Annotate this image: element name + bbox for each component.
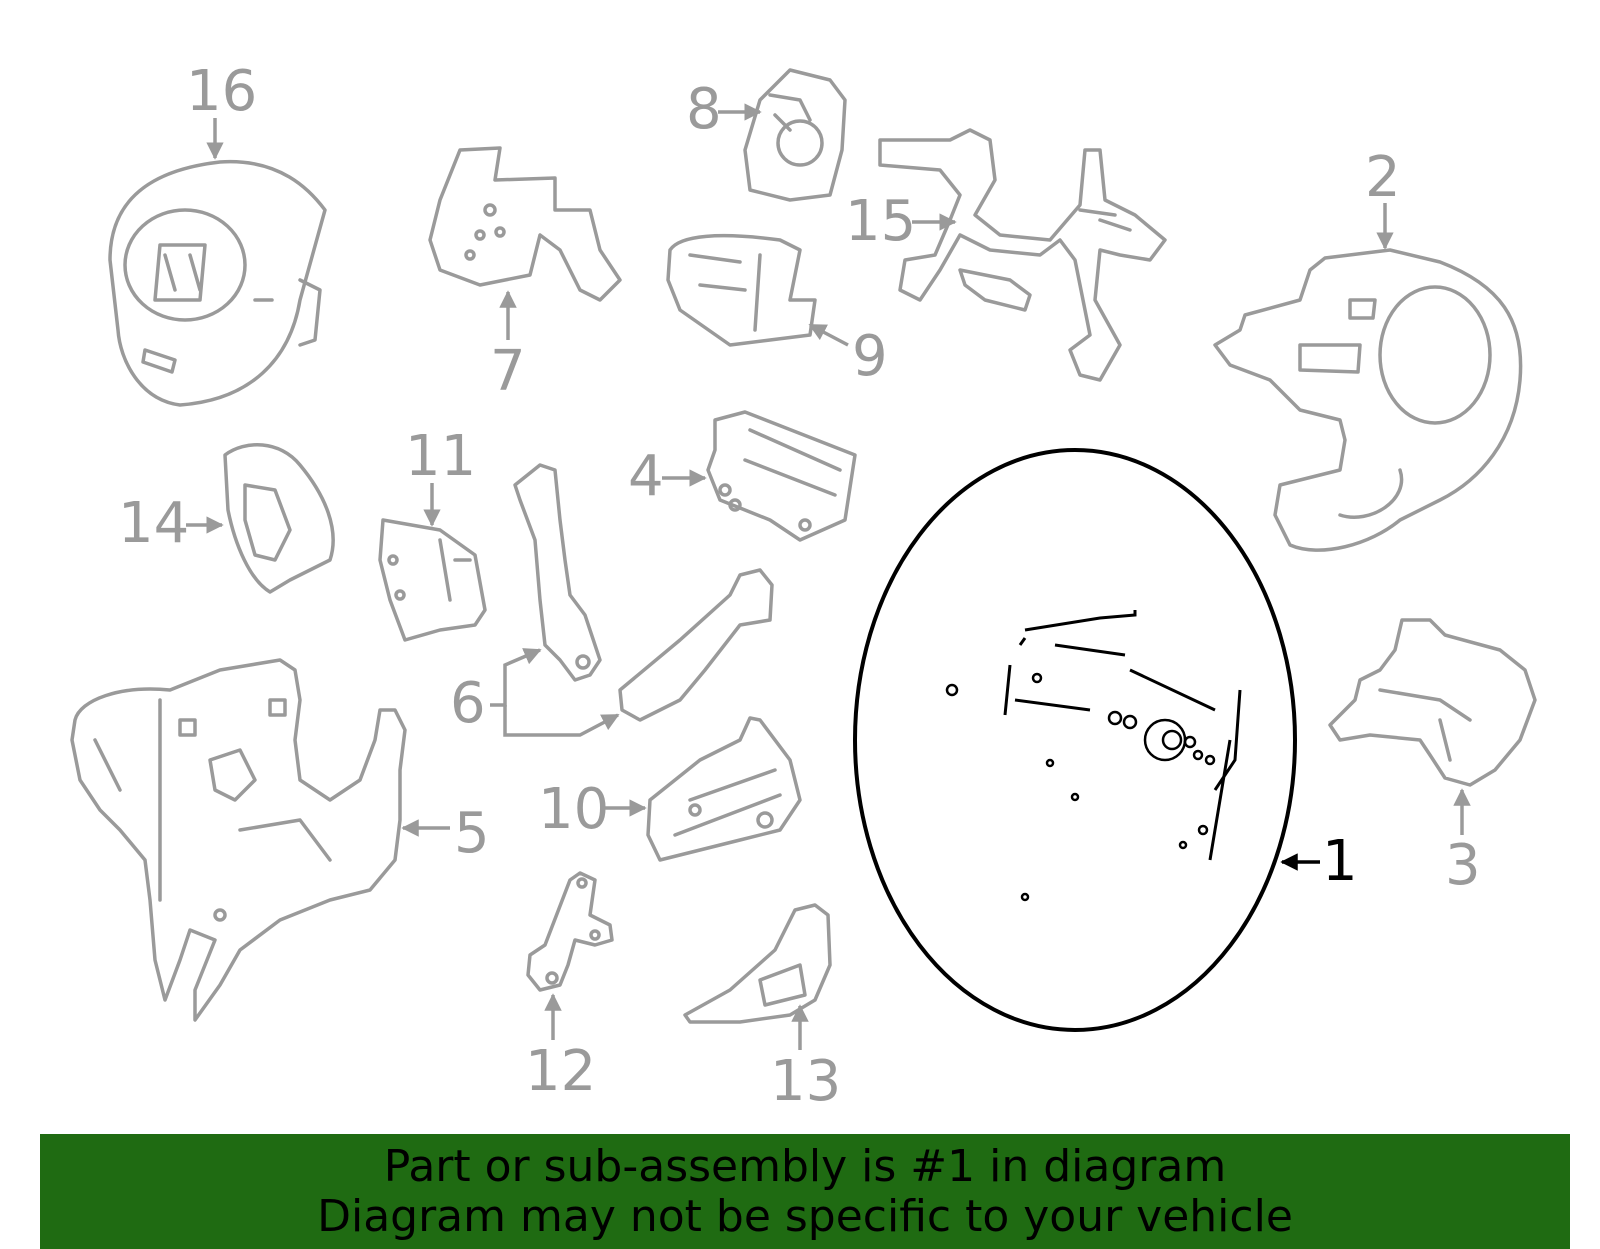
part-1-steering-wheel[interactable]	[853, 448, 1297, 1032]
svg-text:1: 1	[1322, 829, 1358, 894]
svg-text:12: 12	[525, 1039, 596, 1104]
callout-9: 9	[808, 323, 888, 389]
part-8-cover[interactable]	[743, 68, 847, 202]
svg-text:9: 9	[852, 324, 888, 389]
callout-8: 8	[686, 77, 762, 142]
callout-15: 15	[845, 189, 957, 254]
svg-text:6: 6	[450, 671, 486, 736]
callout-10: 10	[538, 777, 647, 842]
callout-3: 3	[1445, 788, 1481, 898]
part-16-airbag[interactable]	[108, 159, 327, 407]
svg-text:7: 7	[490, 339, 526, 404]
svg-text:10: 10	[538, 777, 609, 842]
part-14-cover[interactable]	[223, 443, 335, 594]
svg-text:3: 3	[1445, 833, 1481, 898]
part-10-switch[interactable]	[646, 716, 802, 862]
svg-text:13: 13	[770, 1049, 841, 1114]
callout-16: 16	[186, 59, 257, 160]
info-banner: Part or sub-assembly is #1 in diagram Di…	[40, 1134, 1570, 1249]
svg-text:15: 15	[845, 189, 916, 254]
part-11-bracket[interactable]	[378, 518, 487, 642]
parts-diagram: 16 7 8 9 15	[70, 59, 1537, 1114]
callout-6: 6	[450, 648, 620, 737]
callout-4: 4	[628, 444, 707, 509]
part-7-switch[interactable]	[428, 146, 622, 302]
callout-14: 14	[118, 491, 224, 556]
svg-text:14: 14	[118, 491, 189, 556]
part-5-frame[interactable]	[70, 658, 407, 1022]
callout-5: 5	[401, 801, 490, 866]
part-12-bracket[interactable]	[526, 871, 614, 992]
svg-text:16: 16	[186, 59, 257, 124]
callout-12: 12	[525, 993, 596, 1104]
callout-7: 7	[490, 290, 526, 404]
part-3-cover[interactable]	[1328, 618, 1537, 787]
svg-text:5: 5	[454, 801, 490, 866]
part-6-wiring[interactable]	[513, 463, 774, 722]
svg-text:2: 2	[1365, 145, 1401, 210]
callout-2: 2	[1365, 145, 1401, 250]
callout-1: 1	[1280, 829, 1358, 894]
part-13-cover[interactable]	[683, 903, 832, 1024]
svg-text:11: 11	[405, 424, 476, 489]
svg-text:4: 4	[628, 444, 664, 509]
svg-text:8: 8	[686, 77, 722, 142]
part-15-harness[interactable]	[878, 128, 1167, 382]
banner-line-1: Part or sub-assembly is #1 in diagram	[383, 1140, 1227, 1192]
callout-11: 11	[405, 424, 476, 527]
part-2-cover[interactable]	[1213, 248, 1523, 552]
part-4-switch[interactable]	[706, 410, 857, 542]
banner-line-2: Diagram may not be specific to your vehi…	[317, 1190, 1293, 1242]
callout-13: 13	[770, 1004, 841, 1114]
part-9-switch[interactable]	[666, 233, 817, 347]
